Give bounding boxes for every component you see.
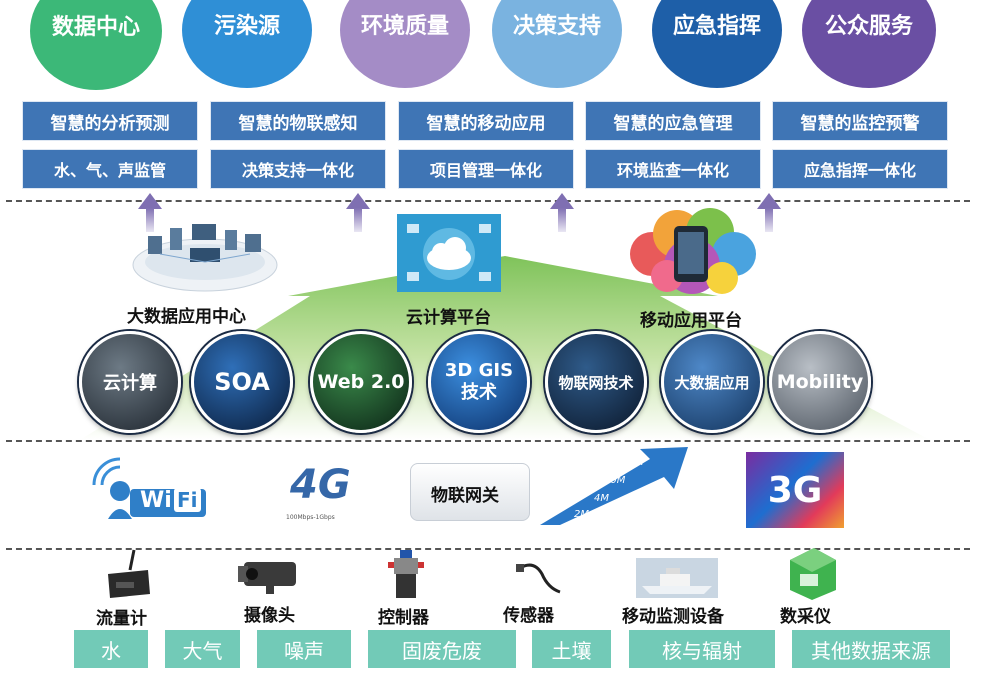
integration-emergency-box: 应急指挥一体化 <box>772 149 948 189</box>
device-label-controller: 控制器 <box>378 608 429 628</box>
integration-inspection-box: 环境监查一体化 <box>585 149 761 189</box>
wifi-icon: Wi Fi <box>90 455 210 525</box>
big-data-center-illustration <box>132 224 278 292</box>
up-arrow-icon <box>346 193 370 209</box>
bandwidth-growth-graphic: 100M 10M 4M 2M <box>540 445 690 527</box>
up-arrow-icon <box>138 193 162 209</box>
tech-sphere-mobility[interactable]: Mobility <box>769 331 871 433</box>
data-type-air[interactable]: 大气 <box>165 630 240 668</box>
category-circle-data-center[interactable]: 数据中心 <box>30 0 162 90</box>
category-label: 环境质量 <box>360 14 449 39</box>
4g-icon: 4G 100Mbps-1Gbps <box>286 462 351 521</box>
data-type-water[interactable]: 水 <box>74 630 148 668</box>
up-arrow-icon <box>757 193 781 209</box>
tech-sphere-cloud-computing[interactable]: 云计算 <box>79 331 181 433</box>
data-collector-icon <box>790 548 836 600</box>
category-circle-decision-support[interactable]: 决策支持 <box>492 0 622 88</box>
arrow-stem <box>146 208 154 232</box>
category-label: 应急指挥 <box>672 14 761 39</box>
tech-sphere-iot[interactable]: 物联网技术 <box>545 331 647 433</box>
3g-icon: 3G <box>746 452 844 528</box>
category-label: 数据中心 <box>51 15 140 40</box>
data-type-nuclear-radiation[interactable]: 核与辐射 <box>629 630 775 668</box>
separator-line <box>6 440 970 442</box>
smart-analysis-box: 智慧的分析预测 <box>22 101 198 141</box>
integration-water-air-noise-box: 水、气、声监管 <box>22 149 198 189</box>
device-label-flow-meter: 流量计 <box>96 609 147 629</box>
separator-line <box>6 200 970 202</box>
integration-project-box: 项目管理一体化 <box>398 149 574 189</box>
data-type-noise[interactable]: 噪声 <box>257 630 351 668</box>
tech-sphere-soa[interactable]: SOA <box>191 331 293 433</box>
arrow-stem <box>354 208 362 232</box>
mobile-platform-illustration <box>630 208 756 294</box>
platform-label-mobile: 移动应用平台 <box>640 311 742 331</box>
camera-icon <box>238 562 296 594</box>
tech-sphere-3d-gis[interactable]: 3D GIS技术 <box>428 331 530 433</box>
device-label-mobile-monitoring: 移动监测设备 <box>622 607 724 627</box>
sensor-icon <box>516 563 561 594</box>
platform-label-cloud: 云计算平台 <box>406 308 491 328</box>
integration-decision-box: 决策支持一体化 <box>210 149 386 189</box>
arrow-stem <box>558 208 566 232</box>
smart-emergency-box: 智慧的应急管理 <box>585 101 761 141</box>
controller-icon <box>388 550 424 598</box>
smart-monitoring-box: 智慧的监控预警 <box>772 101 948 141</box>
up-arrow-icon <box>550 193 574 209</box>
cloud-platform-illustration <box>397 214 501 292</box>
category-label: 公众服务 <box>824 14 913 39</box>
mobile-monitoring-boat-icon <box>636 558 718 598</box>
tech-sphere-big-data[interactable]: 大数据应用 <box>661 331 763 433</box>
data-type-other-sources[interactable]: 其他数据来源 <box>792 630 950 668</box>
device-label-camera: 摄像头 <box>244 606 295 626</box>
smart-iot-box: 智慧的物联感知 <box>210 101 386 141</box>
data-type-solid-waste[interactable]: 固废危废 <box>368 630 516 668</box>
category-label: 污染源 <box>213 14 280 39</box>
arrow-stem <box>765 208 773 232</box>
data-type-soil[interactable]: 土壤 <box>532 630 611 668</box>
iot-gateway-device: 物联网关 <box>410 463 530 521</box>
category-label: 决策支持 <box>512 14 601 39</box>
flow-meter-icon <box>108 549 150 598</box>
device-label-data-collector: 数采仪 <box>780 607 831 627</box>
tech-sphere-web20[interactable]: Web 2.0 <box>310 331 412 433</box>
separator-line <box>6 548 970 550</box>
platform-label-big-data: 大数据应用中心 <box>127 307 246 327</box>
device-label-sensor: 传感器 <box>503 606 554 626</box>
smart-mobile-box: 智慧的移动应用 <box>398 101 574 141</box>
